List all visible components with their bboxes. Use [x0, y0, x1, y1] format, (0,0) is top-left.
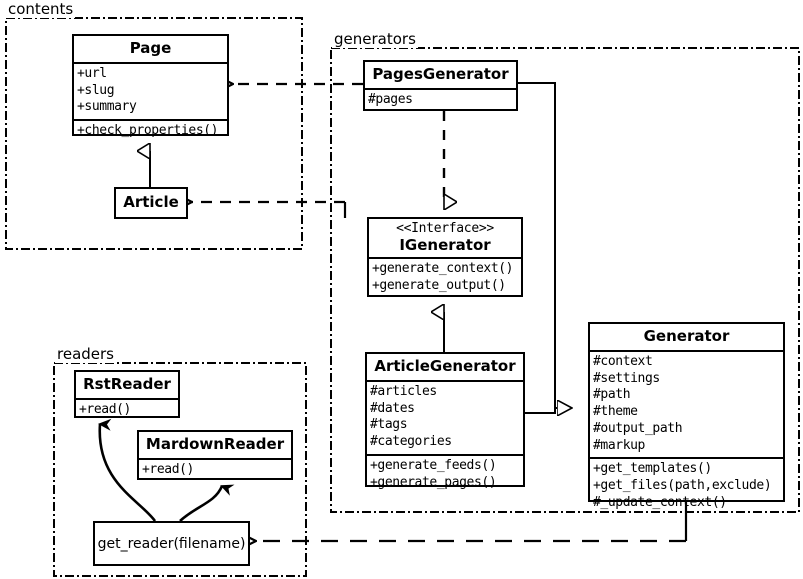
generalization-pagesgenerator-to-generator — [518, 82, 572, 408]
attribute-row: #tags — [370, 417, 408, 433]
class-box-generator[interactable]: Generator #context #settings #path #them… — [588, 322, 785, 510]
getreader-creates-mardownreader — [179, 484, 235, 522]
class-attributes-pagesgenerator: #pages — [365, 90, 516, 112]
class-operations-igenerator: +generate_context() +generate_output() — [369, 259, 521, 298]
operation-row: +generate_output() — [372, 278, 506, 294]
class-box-page[interactable]: Page +url +slug +summary +check_properti… — [72, 34, 229, 138]
operation-row: +generate_pages() — [370, 474, 497, 490]
operation-row: +check_properties() — [77, 123, 219, 139]
package-label-contents: contents — [6, 0, 76, 18]
class-box-article[interactable]: Article — [114, 187, 188, 219]
class-box-igenerator[interactable]: <<Interface>> IGenerator +generate_conte… — [367, 217, 523, 297]
package-label-readers: readers — [55, 345, 116, 363]
class-operations-articlegenerator: +generate_feeds() +generate_pages() — [367, 456, 523, 495]
class-operations-page: +check_properties() — [74, 121, 227, 143]
class-box-mardownreader[interactable]: MardownReader +read() — [137, 430, 293, 480]
class-name-article: Article — [123, 193, 179, 211]
function-label: get_reader(filename) — [97, 535, 246, 552]
class-name-rstreader: RstReader — [83, 375, 171, 393]
attribute-row: +url — [77, 65, 107, 81]
attribute-row: #articles — [370, 383, 437, 399]
class-box-rstreader[interactable]: RstReader +read() — [74, 370, 180, 418]
class-box-articlegenerator[interactable]: ArticleGenerator #articles #dates #tags … — [365, 352, 525, 490]
attribute-row: #dates — [370, 400, 415, 416]
operation-row: +get_files(path,exclude) — [593, 478, 772, 494]
attribute-row: +summary — [77, 99, 137, 115]
class-box-pagesgenerator[interactable]: PagesGenerator #pages — [363, 60, 518, 111]
class-stereotype-igenerator: <<Interface>> — [396, 221, 494, 236]
attribute-row: #pages — [368, 91, 413, 107]
class-attributes-articlegenerator: #articles #dates #tags #categories — [367, 382, 523, 454]
class-operations-mardownreader: +read() — [139, 460, 291, 482]
class-attributes-page: +url +slug +summary — [74, 64, 227, 119]
operation-row: +read() — [79, 401, 131, 417]
operation-row: +get_templates() — [593, 461, 712, 477]
attribute-row: #context — [593, 353, 653, 369]
operation-row: +generate_context() — [372, 261, 514, 277]
class-name-mardownreader: MardownReader — [145, 435, 285, 453]
operation-row: +generate_feeds() — [370, 457, 497, 473]
class-operations-generator: +get_templates() +get_files(path,exclude… — [590, 459, 783, 514]
function-box-get-reader[interactable]: get_reader(filename) — [93, 521, 250, 566]
attribute-row: #categories — [370, 434, 452, 450]
operation-row: +read() — [142, 461, 194, 477]
attribute-row: #settings — [593, 370, 660, 386]
class-name-articlegenerator: ArticleGenerator — [374, 357, 516, 375]
operation-row: #_update_context() — [593, 494, 727, 510]
generalization-articlegenerator-to-generator — [525, 408, 556, 414]
attribute-row: #markup — [593, 437, 645, 453]
class-operations-rstreader: +read() — [76, 400, 178, 422]
class-name-page: Page — [129, 39, 172, 57]
class-name-label: IGenerator — [399, 235, 491, 254]
class-name-igenerator: <<Interface>> IGenerator — [369, 219, 521, 257]
attribute-row: +slug — [77, 82, 115, 98]
class-name-pagesgenerator: PagesGenerator — [372, 65, 509, 83]
class-name-generator: Generator — [643, 327, 730, 345]
attribute-row: #theme — [593, 404, 638, 420]
class-attributes-generator: #context #settings #path #theme #output_… — [590, 352, 783, 458]
attribute-row: #output_path — [593, 420, 683, 436]
package-label-generators: generators — [332, 30, 418, 48]
attribute-row: #path — [593, 387, 631, 403]
